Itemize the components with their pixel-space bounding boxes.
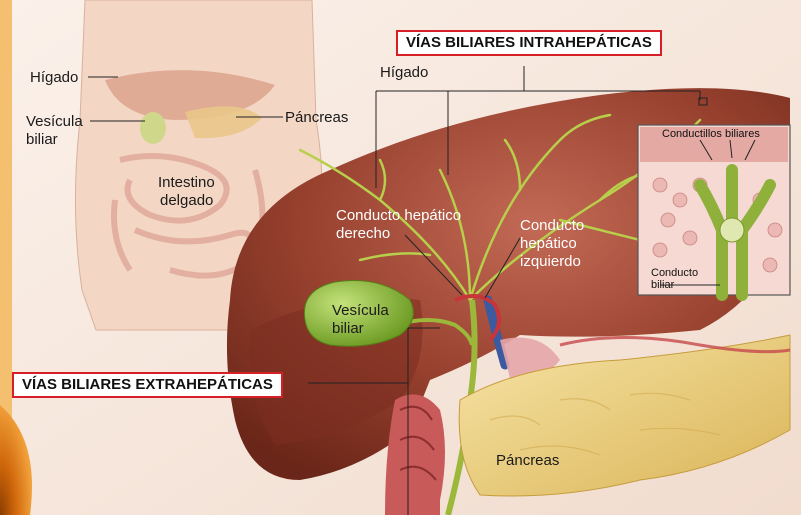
- left-hepatic-duct-label-1: Conducto: [520, 217, 584, 234]
- gallbladder-label-2: biliar: [332, 320, 364, 337]
- left-hepatic-duct-label-2: hepático: [520, 235, 577, 252]
- right-hepatic-duct-label-2: derecho: [336, 225, 390, 242]
- inset-gallbladder: [140, 112, 166, 144]
- inset-gallbladder-label-2: biliar: [26, 131, 58, 148]
- duodenum: [385, 394, 445, 515]
- bile-ductules-label: Conductillos biliares: [662, 128, 760, 140]
- gallbladder-label-1: Vesícula: [332, 302, 389, 319]
- right-hepatic-duct-label-1: Conducto hepático: [336, 207, 461, 224]
- inset-intestine-label-1: Intestino: [158, 174, 215, 191]
- left-hepatic-duct-label-3: izquierdo: [520, 253, 581, 270]
- inset-liver-label: Hígado: [30, 69, 78, 86]
- detail-bile-duct-label-2: biliar: [651, 279, 674, 291]
- inset-gallbladder-label-1: Vesícula: [26, 113, 83, 130]
- inset-intestine-label-2: delgado: [160, 192, 213, 209]
- intrahepatic-label: VÍAS BILIARES INTRAHEPÁTICAS: [396, 30, 662, 56]
- pancreas-label: Páncreas: [496, 452, 559, 469]
- inset-pancreas-label: Páncreas: [285, 109, 348, 126]
- liver-label: Hígado: [380, 64, 428, 81]
- detail-bile-duct-label-1: Conducto: [651, 267, 698, 279]
- extrahepatic-label: VÍAS BILIARES EXTRAHEPÁTICAS: [12, 372, 283, 398]
